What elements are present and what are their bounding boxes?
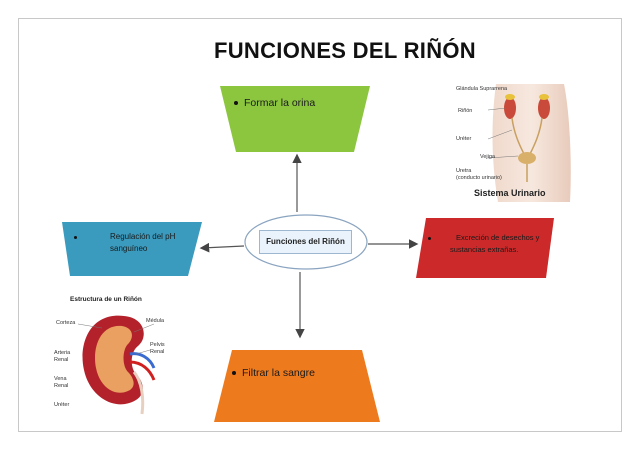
function-box-form-urine: Formar la orina bbox=[220, 86, 370, 152]
urinary-title: Sistema Urinario bbox=[474, 188, 546, 198]
urinary-system-illustration: Glándula Suprarrena Riñón Uréter Vejiga … bbox=[440, 84, 574, 202]
kidney-title: Estructura de un Riñón bbox=[70, 296, 142, 303]
center-node: Funciones del Riñón bbox=[244, 214, 368, 270]
center-label: Funciones del Riñón bbox=[259, 230, 352, 254]
label-pelvis-renal: Renal bbox=[150, 349, 165, 355]
box-text: Formar la orina bbox=[244, 97, 316, 109]
label-kidney: Riñón bbox=[458, 108, 473, 114]
trapezoid-shape bbox=[214, 350, 380, 422]
bullet-icon bbox=[428, 237, 431, 240]
trapezoid-shape bbox=[62, 222, 202, 276]
function-box-excretion: Excreción de desechos y sustancias extra… bbox=[416, 218, 554, 278]
bullet-icon bbox=[74, 236, 77, 239]
label-vein-renal: Renal bbox=[54, 383, 69, 389]
label-vein: Vena bbox=[54, 376, 67, 382]
label-urinary-duct: (conducto urinario) bbox=[456, 175, 502, 181]
function-box-filter-blood: Filtrar la sangre bbox=[214, 350, 380, 422]
arrow-left bbox=[199, 242, 245, 253]
label-adrenal: Glándula Suprarrena bbox=[456, 86, 508, 92]
label-medulla: Médula bbox=[146, 318, 165, 324]
label-pelvis: Pelvis bbox=[150, 342, 165, 348]
page-title: FUNCIONES DEL RIÑÓN bbox=[214, 38, 476, 63]
box-text: Filtrar la sangre bbox=[242, 367, 315, 379]
function-box-ph-regulation: Regulación del pH sanguíneo bbox=[62, 222, 202, 276]
trapezoid-shape bbox=[220, 86, 370, 152]
box-text: Regulación del pH sanguíneo bbox=[110, 232, 176, 253]
label-artery: Arteria bbox=[54, 350, 71, 356]
label-ureter: Uréter bbox=[54, 402, 70, 408]
bullet-icon bbox=[234, 101, 238, 106]
label-urethra: Uretra bbox=[456, 168, 472, 174]
kidney-structure-illustration: Estructura de un Riñón Médula Corteza Pe… bbox=[50, 294, 190, 418]
label-ureter: Uréter bbox=[456, 136, 472, 142]
trapezoid-shape bbox=[416, 218, 554, 278]
torso-figure bbox=[487, 84, 571, 202]
label-bladder: Vejiga bbox=[480, 154, 495, 160]
label-artery-renal: Renal bbox=[54, 357, 69, 363]
kidney-figure bbox=[77, 315, 156, 415]
box-text: Excreción de desechos y sustancias extra… bbox=[450, 233, 540, 254]
bullet-icon bbox=[232, 371, 236, 376]
label-cortex: Corteza bbox=[56, 320, 76, 326]
